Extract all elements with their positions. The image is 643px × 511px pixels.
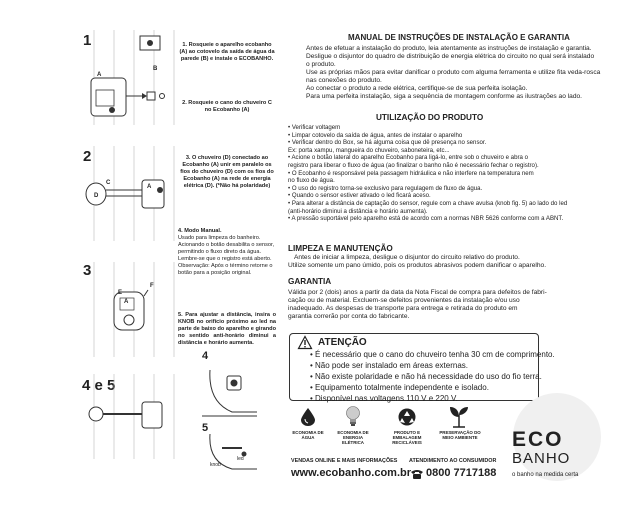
attention-item: • Equipamento totalmente independente e … [310, 383, 489, 392]
warranty-paragraph: Válida por 2 (dois) anos a partir da dat… [288, 289, 638, 321]
step3-illustration [93, 262, 175, 357]
usage-item: • Limpar cotovelo da saída de água, ante… [288, 131, 463, 139]
intro-line: Para uma perfeita instalação, siga a seq… [306, 93, 582, 100]
letter-a: A [97, 72, 102, 78]
attention-item: • É necessário que o cano do chuveiro te… [310, 350, 555, 359]
light-bulb-icon [346, 406, 360, 426]
usage-item: • Quando o sensor estiver ativado o led … [288, 192, 431, 200]
intro-paragraph: Antes de efetuar a instalação do produto… [296, 45, 636, 101]
usage-title: UTILIZAÇÃO DO PRODUTO [376, 113, 484, 122]
usage-item: • A pressão suportável pelo aparelho est… [288, 215, 564, 223]
attention-box [289, 333, 539, 401]
usage-item: • Verificar dentro do Box, se há alguma … [288, 139, 487, 147]
wall-bracket-icon [139, 35, 161, 51]
phone-number[interactable]: 0800 7717188 [426, 467, 497, 479]
step45-illustration [88, 374, 175, 459]
led-label: led [237, 456, 244, 462]
attention-list: • É necessário que o cano do chuveiro te… [310, 349, 555, 404]
letter-a2: A [147, 184, 152, 190]
support-label: ATENDIMENTO AO CONSUMIDOR [409, 458, 497, 464]
phone-icon [411, 470, 423, 479]
attention-title: ATENÇÃO [318, 337, 367, 348]
step2-illustration [85, 146, 175, 241]
icon-label-recycle: PRODUTO E EMBALAGEM RECICLÁVEIS [392, 430, 422, 445]
usage-item: registro para liberar o fluxo de água (a… [288, 161, 539, 169]
plant-icon [450, 407, 468, 428]
clean-line: Antes de iniciar a limpeza, desligue o d… [294, 254, 520, 261]
usage-item: • O uso do registro torna-se exclusivo p… [288, 184, 483, 192]
warranty-line: Válida por 2 (dois) anos a partir da dat… [288, 289, 547, 296]
manual-title: MANUAL DE INSTRUÇÕES DE INSTALAÇÃO E GAR… [348, 33, 570, 42]
logo-banho: BANHO [512, 450, 571, 467]
usage-item: no fluxo de água. [288, 177, 335, 185]
logo-circle [513, 393, 601, 481]
intro-line: nas conexões do produto. [306, 77, 382, 84]
warranty-line: garantia correrão por conta do fabricant… [288, 313, 410, 320]
letter-f: F [150, 283, 154, 289]
intro-line: Desligue o disjuntor do quadro de distri… [306, 53, 595, 60]
letter-c: C [106, 180, 111, 186]
intro-line: Use as próprias mãos para evitar danific… [306, 69, 601, 76]
icon-label-plant: PRESERVAÇÃO DO MEIO AMBIENTE [439, 430, 481, 440]
letter-d: D [94, 193, 99, 199]
detail-number-5: 5 [202, 422, 209, 434]
step1-illustration [90, 30, 175, 125]
warranty-line: cação ou de material. Excluem-se defeito… [288, 297, 520, 304]
warning-icon [297, 335, 313, 350]
clean-paragraph: Antes de iniciar a limpeza, desligue o d… [288, 254, 638, 270]
intro-line: Ao conectar o produto a rede elétrica, c… [306, 85, 528, 92]
detail-5-illustration [209, 433, 257, 470]
detail-4-illustration [201, 361, 258, 418]
attention-item: • Não pode ser instalado em áreas extern… [310, 361, 468, 370]
icon-label-water: ECONOMIA DE ÁGUA [292, 430, 324, 440]
usage-item: • Acione o botão lateral do aparelho Eco… [288, 154, 528, 162]
letter-a3: A [124, 299, 129, 305]
usage-item: • O Ecobanho é responsável pela passagem… [288, 169, 534, 177]
detail-number-4: 4 [202, 350, 209, 362]
attention-item: • Disponível nas voltagens 110 V e 220 V… [310, 394, 458, 403]
icon-label-energy: ECONOMIA DE ENERGIA ELÉTRICA [337, 430, 369, 445]
water-drop-icon [301, 408, 315, 426]
letter-e: E [118, 290, 123, 296]
step4-title: 4. Modo Manual. [178, 228, 222, 234]
warranty-line: inadequado. As despesas de transporte pa… [288, 305, 518, 312]
letter-b: B [153, 66, 158, 72]
step5-text: 5. Para ajustar a distância, insira o KN… [178, 312, 276, 346]
logo-tagline: o banho na medida certa [512, 472, 579, 478]
step4-block: 4. Modo Manual. Usado para limpeza do ba… [178, 228, 278, 277]
step-number-3: 3 [83, 262, 92, 279]
clean-line: Utilize somente um pano úmido, pois os p… [288, 262, 547, 269]
usage-item: • Verificar voltagem [288, 124, 341, 131]
attention-item: • Não existe polaridade e não há necessi… [310, 372, 542, 381]
logo-eco: ECO [512, 428, 564, 451]
usage-item: Ex: porta xampu, mangueira do chuveiro, … [288, 146, 450, 154]
step3-text: 3. O chuveiro (D) conectado ao Ecobanho … [180, 155, 274, 189]
step1-text: 1. Rosqueie o aparelho ecobanho (A) ao c… [179, 42, 275, 62]
sales-label: VENDAS ONLINE E MAIS INFORMAÇÕES [291, 458, 398, 464]
usage-item: • Para alterar a distância de captação d… [288, 199, 568, 207]
step-number-1: 1 [83, 32, 92, 49]
intro-line: o produto. [306, 61, 336, 68]
clean-title: LIMPEZA E MANUTENÇÃO [288, 244, 393, 253]
step2-text: 2. Rosqueie o cano do chuveiro C no Ecob… [182, 100, 272, 113]
knob-label: knob [210, 462, 221, 468]
usage-list: • Verificar voltagem • Limpar cotovelo d… [288, 124, 638, 223]
step-number-2: 2 [83, 148, 92, 165]
step4-text: Usado para limpeza do banheiro. Acionand… [178, 235, 275, 276]
step-number-4-5: 4 e 5 [82, 377, 116, 394]
recycle-icon [398, 408, 416, 426]
warranty-title: GARANTIA [288, 277, 332, 286]
website-link[interactable]: www.ecobanho.com.br [291, 467, 411, 479]
intro-line: Antes de efetuar a instalação do produto… [306, 45, 592, 52]
usage-item: (anti-horário diminui a distância e horá… [288, 207, 428, 215]
